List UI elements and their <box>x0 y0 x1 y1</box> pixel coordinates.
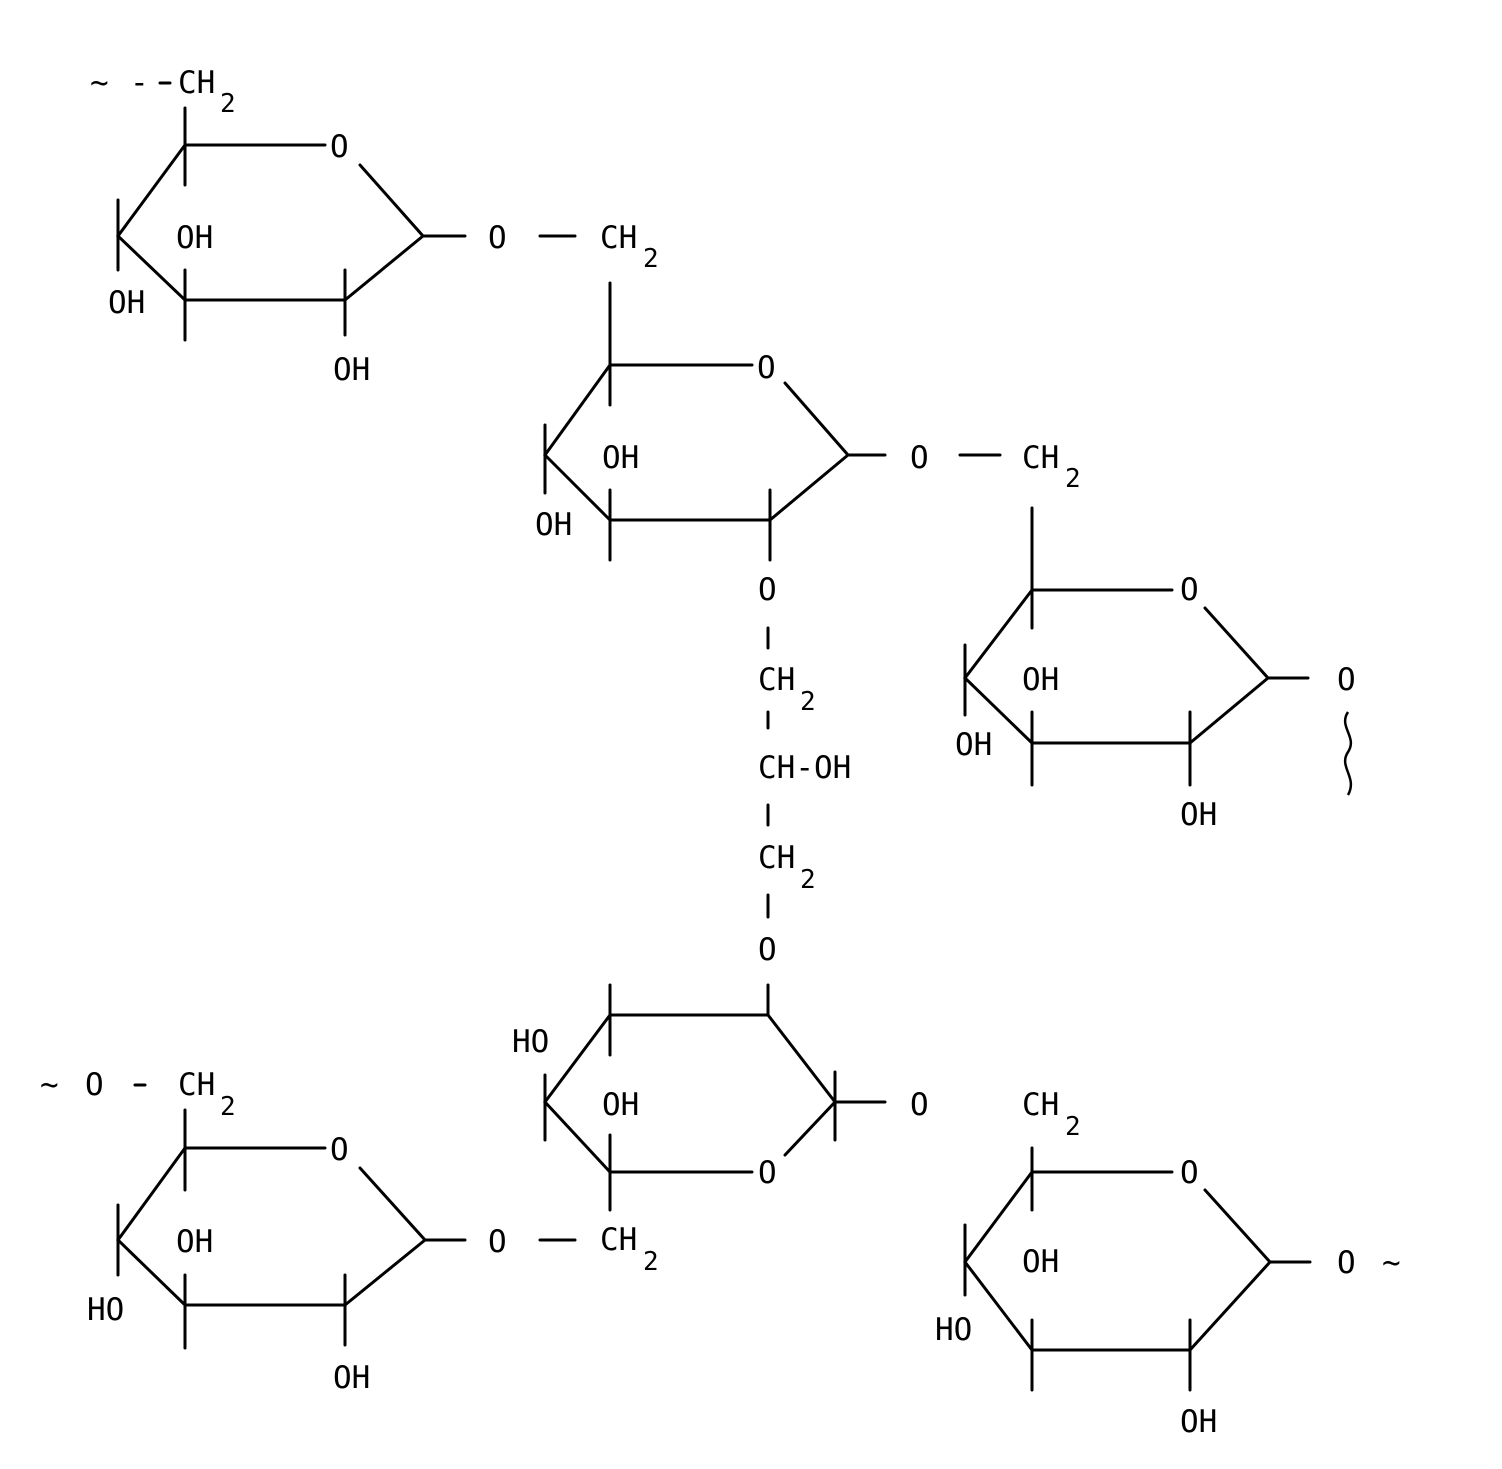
ring-1-oh-bottom: OH <box>333 352 370 388</box>
crosslink-ch2-top-subscript: 2 <box>800 687 816 717</box>
ring-2-ch2: CH <box>600 220 637 256</box>
ring-4-ch2-subscript: 2 <box>643 1247 659 1277</box>
chain-end-tilde: ~ <box>90 65 109 101</box>
glucose-ring-3: O OH OH OH O <box>955 508 1356 833</box>
crosslink-ch2-top: CH <box>758 662 795 698</box>
crosslink-ch2-bottom: CH <box>758 840 795 876</box>
ring-2-ch2-subscript: 2 <box>643 244 659 274</box>
ring-2-bonds <box>545 283 1000 560</box>
ring-6-ch2: CH <box>1022 1087 1059 1123</box>
crosslink-ch-oh: CH-OH <box>758 750 851 786</box>
glucose-ring-1: ~ - CH 2 O OH OH OH O CH 2 <box>90 65 659 388</box>
ring-5-oxygen: O <box>330 1132 349 1168</box>
ring-1-oxygen: O <box>330 129 349 165</box>
glucose-ring-4: HO OH O O CH 2 CH 2 <box>512 985 1081 1277</box>
ring-3-wavy-bond <box>1345 712 1351 795</box>
ring-6-ch2-subscript: 2 <box>1065 1112 1081 1142</box>
ring-1-oh-inner: OH <box>176 220 213 256</box>
ring-4-bonds <box>545 985 885 1210</box>
ring-1-glycosidic-oxygen: O <box>488 220 507 256</box>
ring-5-bonds <box>118 1085 575 1348</box>
ring-5-oh-inner: OH <box>176 1224 213 1260</box>
crosslink-oxygen-top: O <box>758 572 777 608</box>
ring-5-ch2-subscript: 2 <box>220 1092 236 1122</box>
ring-5-oh-bottom: OH <box>333 1360 370 1396</box>
ring-6-oxygen: O <box>1180 1155 1199 1191</box>
ring-3-terminal-oxygen: O <box>1337 662 1356 698</box>
ring-4-ho-left: HO <box>512 1024 549 1060</box>
ring-3-ch2: CH <box>1022 440 1059 476</box>
ring-4-glycosidic-oxygen: O <box>910 1087 929 1123</box>
ring-4-oh-inner: OH <box>602 1087 639 1123</box>
ring-1-ch2: CH <box>178 65 215 101</box>
ring-2-oxygen: O <box>757 350 776 386</box>
crosslink-bridge: O CH 2 CH-OH CH 2 O <box>758 572 851 968</box>
ring-3-oh-bottom: OH <box>1180 797 1217 833</box>
ring-3-oh-left: OH <box>955 727 992 763</box>
ring-6-oh-bottom: OH <box>1180 1404 1217 1440</box>
crosslink-oxygen-bottom: O <box>758 932 777 968</box>
ring-3-oh-inner: OH <box>1022 662 1059 698</box>
chain-end-tilde-right: ~ <box>1382 1245 1401 1281</box>
chain-end-tilde-left: ~ <box>40 1067 59 1103</box>
ring-6-bonds <box>965 1148 1310 1390</box>
ring-1-ch2-subscript: 2 <box>220 89 236 119</box>
ring-4-ch2: CH <box>600 1222 637 1258</box>
ring-5-ch2: CH <box>178 1067 215 1103</box>
ring-1-dash: - <box>130 65 149 101</box>
ring-5-ho-left: HO <box>87 1292 124 1328</box>
ring-5-oxygen-link: O <box>85 1067 104 1103</box>
ring-3-bonds <box>965 508 1308 785</box>
ring-1-bonds <box>118 83 575 340</box>
glucose-ring-6: O OH HO OH O ~ <box>935 1148 1401 1440</box>
ring-2-oh-inner: OH <box>602 440 639 476</box>
ring-6-ho-left: HO <box>935 1312 972 1348</box>
ring-5-glycosidic-oxygen: O <box>488 1224 507 1260</box>
ring-3-oxygen: O <box>1180 572 1199 608</box>
ring-3-ch2-subscript: 2 <box>1065 464 1081 494</box>
ring-2-glycosidic-oxygen: O <box>910 440 929 476</box>
ring-2-oh-left: OH <box>535 507 572 543</box>
ring-1-oh-left: OH <box>108 285 145 321</box>
glucose-ring-2: O OH OH O CH 2 <box>535 283 1081 560</box>
ring-4-oxygen: O <box>758 1155 777 1191</box>
glucose-ring-5: ~ O CH 2 O OH HO OH O <box>40 1067 575 1396</box>
crosslink-ch2-bottom-subscript: 2 <box>800 865 816 895</box>
ring-6-oh-inner: OH <box>1022 1244 1059 1280</box>
ring-6-terminal-oxygen: O <box>1337 1245 1356 1281</box>
